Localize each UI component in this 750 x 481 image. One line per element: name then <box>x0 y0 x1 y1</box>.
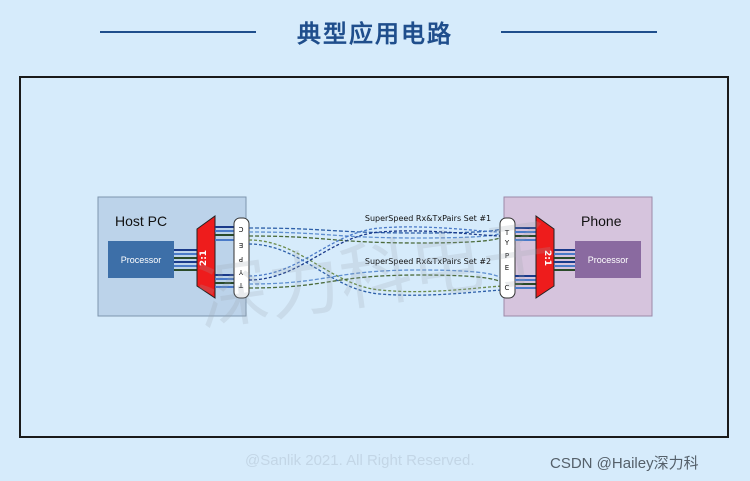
cable-strand <box>248 274 504 289</box>
host-connector-letter: E <box>239 241 243 249</box>
cable-strand <box>248 230 504 281</box>
cable-strand <box>248 239 504 293</box>
phone-connector-lanes <box>515 227 536 289</box>
cable-set2-label: SuperSpeed Rx&TxPairs Set #2 <box>365 257 491 266</box>
cable-set1-label: SuperSpeed Rx&TxPairs Set #1 <box>365 214 491 223</box>
footer-copyright: @Sanlik 2021. All Right Reserved. <box>245 452 475 469</box>
cable-strand <box>248 235 504 244</box>
page-title: 典型应用电路 <box>297 20 453 48</box>
host-mux <box>196 215 216 299</box>
superspeed-cables <box>248 226 504 296</box>
host-connector-letter: C <box>238 225 243 233</box>
phone-connector-letter: T <box>504 229 510 237</box>
title-rule-left <box>100 31 256 33</box>
title-rule-right <box>501 31 657 33</box>
host-pc-label: Host PC <box>115 213 167 229</box>
host-processor-lanes <box>174 249 197 271</box>
phone-connector-letter: C <box>505 284 510 292</box>
phone-mux <box>535 215 555 299</box>
host-processor <box>108 241 174 278</box>
host-connector-letter: T <box>238 281 244 289</box>
header: 典型应用电路 <box>0 0 750 70</box>
host-mux-label: 2:1 <box>199 250 209 266</box>
host-connector-letter: Y <box>238 268 244 276</box>
phone-label: Phone <box>581 213 622 229</box>
phone-connector-letter: P <box>505 252 509 260</box>
host-typec-connector <box>233 217 250 299</box>
phone-typec-connector <box>499 217 516 299</box>
footer-credit: CSDN @Hailey深力科 <box>550 455 699 472</box>
phone-processor-label: Processor <box>588 255 629 265</box>
host-connector-letter: P <box>239 255 243 263</box>
phone-connector-letter: Y <box>504 239 510 247</box>
cable-strand <box>248 231 504 239</box>
phone-processor-lanes <box>554 249 575 271</box>
phone-mux-label: 2:1 <box>542 250 552 266</box>
cable-strand <box>248 243 504 296</box>
cable-strand <box>248 226 504 277</box>
phone-processor <box>575 241 641 278</box>
phone-connector-letter: E <box>505 264 509 272</box>
host-processor-label: Processor <box>121 255 162 265</box>
cable-strand <box>248 227 504 234</box>
host-connector-lanes <box>215 226 234 288</box>
